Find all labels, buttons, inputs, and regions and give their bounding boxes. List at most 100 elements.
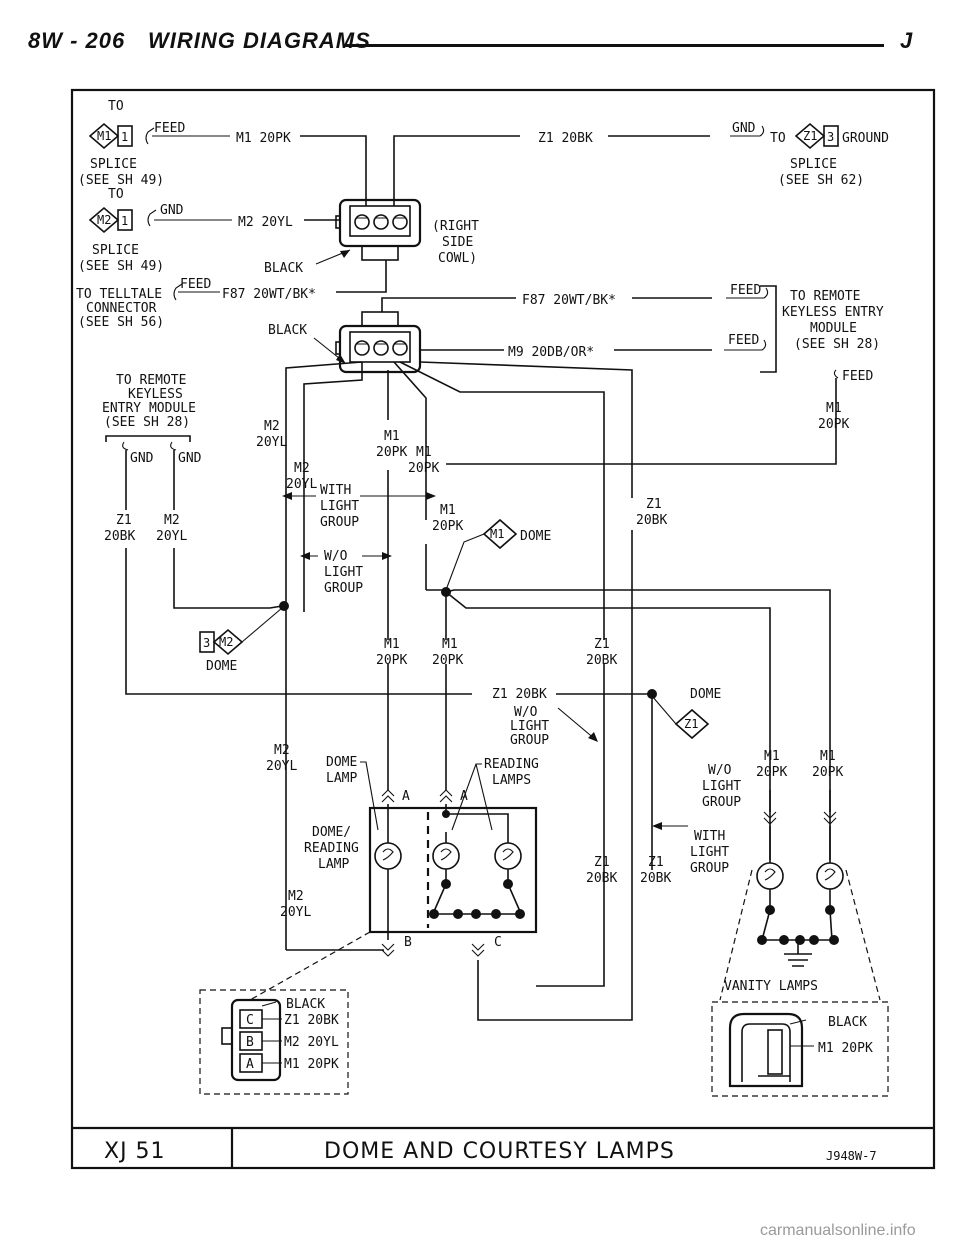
splice-z1-dome-leader xyxy=(651,695,677,725)
label-gnd-1: GND xyxy=(160,203,184,218)
wire-label-z1-20bk-top: Z1 20BK xyxy=(538,131,593,146)
label-right-side-cowl-1: (RIGHT xyxy=(432,219,479,234)
label-to-remote-l1: TO REMOTE xyxy=(116,373,186,388)
detail-label-m2: M2 20YL xyxy=(284,1035,339,1050)
label-yl-c: 20YL xyxy=(156,529,187,544)
wo-2-arrow-icon xyxy=(588,732,598,742)
label-feed-5: FEED xyxy=(842,369,873,384)
label-z1-d: Z1 xyxy=(594,855,610,870)
label-yl-a: 20YL xyxy=(256,435,287,450)
label-to-remote-r3: MODULE xyxy=(810,321,857,336)
label-bk-d: 20BK xyxy=(586,871,617,886)
label-to-remote-l3: ENTRY MODULE xyxy=(102,401,196,416)
label-group-2: GROUP xyxy=(324,581,363,596)
wire-m2-vertical-b xyxy=(303,362,363,612)
label-dome-reading-1: DOME/ xyxy=(312,825,351,840)
label-m1-c: M1 xyxy=(440,503,456,518)
model-letter: J xyxy=(900,28,914,53)
label-yl-b: 20YL xyxy=(286,477,317,492)
label-light-4: LIGHT xyxy=(702,779,741,794)
label-m1-g: M1 xyxy=(820,749,836,764)
wo-light-arrow-right-icon xyxy=(382,552,392,560)
label-light-2: LIGHT xyxy=(324,565,363,580)
label-z1-b: Z1 xyxy=(646,497,662,512)
label-m1-e: M1 xyxy=(442,637,458,652)
label-right-side-cowl-3: COWL) xyxy=(438,251,477,266)
splice-z1-dome-label: Z1 xyxy=(684,717,698,731)
label-to-2: TO xyxy=(108,187,124,202)
label-see-sh49-b: (SEE SH 49) xyxy=(78,259,164,274)
label-feed-4: FEED xyxy=(728,333,759,348)
label-feed-1: FEED xyxy=(154,121,185,136)
label-wo-1: W/O xyxy=(324,549,348,564)
label-pk-a: 20PK xyxy=(376,445,407,460)
cowl-connector-upper-icon xyxy=(335,198,422,261)
label-z1-a: Z1 xyxy=(116,513,132,528)
label-m1-a: M1 xyxy=(384,429,400,444)
section-title: WIRING DIAGRAMS xyxy=(148,28,371,53)
label-bk-e: 20BK xyxy=(640,871,671,886)
cowl-connector-lower-icon xyxy=(335,311,422,374)
label-right-side-cowl-2: SIDE xyxy=(442,235,473,250)
label-gnd-l1: GND xyxy=(130,451,154,466)
detail-pin-a: A xyxy=(246,1057,254,1072)
label-light-5: LIGHT xyxy=(690,845,729,860)
bracket-remote-l xyxy=(105,435,191,442)
label-bk-c: 20BK xyxy=(586,653,617,668)
feed-hook-1 xyxy=(145,127,155,145)
label-c-pin: C xyxy=(494,935,502,950)
splice-m2-1-icon xyxy=(88,206,133,234)
gnd-hook-1 xyxy=(147,209,157,227)
label-black-2: BLACK xyxy=(268,323,307,338)
label-to-tr: TO xyxy=(770,131,786,146)
terminal-b-icon xyxy=(381,943,395,957)
splice-m1-dome-icon xyxy=(482,518,518,550)
label-pk-c: 20PK xyxy=(432,519,463,534)
label-m2-a: M2 xyxy=(264,419,280,434)
label-m2-b: M2 xyxy=(294,461,310,476)
bracket-remote-r xyxy=(760,285,777,373)
label-dome-lamp-2: LAMP xyxy=(326,771,357,786)
label-pk-r: 20PK xyxy=(818,417,849,432)
splice-z1-3-icon xyxy=(794,122,839,150)
header-rule xyxy=(344,44,884,47)
terminal-c-icon xyxy=(471,943,485,957)
label-pk-f: 20PK xyxy=(756,765,787,780)
with-light-arrow-right-icon xyxy=(426,492,436,500)
label-a-2: A xyxy=(460,789,468,804)
label-gnd-tr: GND xyxy=(732,121,756,136)
label-see-sh56: (SEE SH 56) xyxy=(78,315,164,330)
label-vanity-lamps: VANITY LAMPS xyxy=(724,979,818,994)
label-group-3: GROUP xyxy=(510,733,549,748)
label-wo-2: W/O xyxy=(514,705,538,720)
wo-2-leader xyxy=(557,707,597,741)
wire-m2-20yl-left xyxy=(173,450,270,609)
with-light-arrow-left-icon xyxy=(282,492,292,500)
splice-m2-pin: 1 xyxy=(121,214,128,228)
splice-m1-1-icon xyxy=(88,122,133,150)
wire-z1-20bk-top-left xyxy=(393,135,520,206)
detail-pin-c: C xyxy=(246,1013,254,1028)
label-light-3: LIGHT xyxy=(510,719,549,734)
gnd-hook-tr xyxy=(759,125,765,137)
label-bk-b: 20BK xyxy=(636,513,667,528)
terminal-a2-icon xyxy=(439,789,453,803)
label-yl-f: 20YL xyxy=(280,905,311,920)
label-splice-r: SPLICE xyxy=(790,157,837,172)
feed-hook-5 xyxy=(833,369,839,379)
label-splice-1: SPLICE xyxy=(90,157,137,172)
label-to-telltale: TO TELLTALE xyxy=(76,287,162,302)
label-see-sh49-a: (SEE SH 49) xyxy=(78,173,164,188)
wire-label-f87-right: F87 20WT/BK* xyxy=(522,293,616,308)
detail-callout-leader xyxy=(249,931,371,1001)
label-wo-3: W/O xyxy=(708,763,732,778)
footer-title: DOME AND COURTESY LAMPS xyxy=(324,1139,675,1164)
label-group-5: GROUP xyxy=(690,861,729,876)
wire-label-m2-20yl-top: M2 20YL xyxy=(238,215,293,230)
with-2-arrow-icon xyxy=(652,822,662,830)
label-pk-b: 20PK xyxy=(408,461,439,476)
splice-m2-label: M2 xyxy=(97,213,111,227)
wire-m1-feed-remote xyxy=(446,378,837,465)
label-dome-2: DOME xyxy=(206,659,237,674)
